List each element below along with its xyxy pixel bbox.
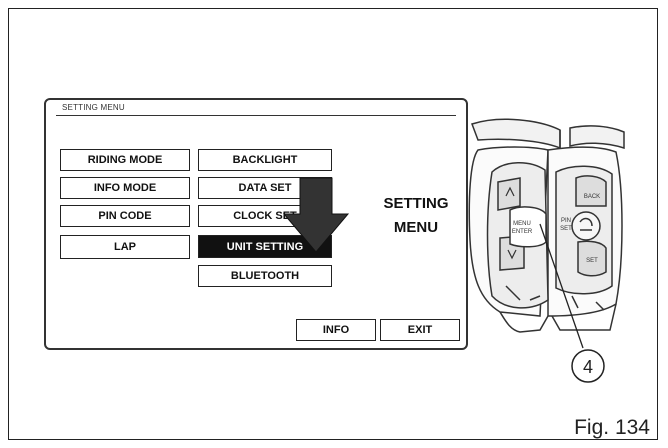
handlebar-switchgear-drawing [468, 118, 625, 333]
menu-item-backlight[interactable]: BACKLIGHT [198, 149, 332, 171]
figure-caption: Fig. 134 [574, 416, 650, 439]
panel-title: SETTING MENU [62, 103, 125, 112]
menu-item-pin-code[interactable]: PIN CODE [60, 205, 190, 227]
panel-title-divider [56, 115, 456, 116]
setting-menu-label-line2: MENU [393, 219, 439, 236]
switch-label-set: SET [560, 226, 572, 232]
switch-label-enter: ENTER [512, 229, 533, 235]
callout-number: 4 [583, 357, 593, 377]
setting-menu-panel: SETTING MENU RIDING MODE INFO MODE PIN C… [44, 98, 468, 350]
down-arrow-icon [282, 177, 350, 253]
switch-label-back: BACK [584, 194, 600, 200]
setting-menu-label-line1: SETTING [383, 195, 449, 212]
menu-item-lap[interactable]: LAP [60, 235, 190, 259]
menu-item-data-set[interactable]: DATA SET [198, 177, 332, 199]
menu-item-info-mode[interactable]: INFO MODE [60, 177, 190, 199]
switchgear-labels: MENU ENTER PIN SET BACK SET [512, 194, 600, 264]
callout-4: 4 [539, 223, 605, 383]
menu-item-bluetooth[interactable]: BLUETOOTH [198, 265, 332, 287]
menu-item-unit-setting[interactable]: UNIT SETTING [198, 235, 332, 258]
info-button[interactable]: INFO [296, 319, 376, 341]
exit-button[interactable]: EXIT [380, 319, 460, 341]
menu-item-riding-mode[interactable]: RIDING MODE [60, 149, 190, 171]
setting-menu-label: SETTING MENU [376, 192, 456, 240]
switch-label-set-lower: SET [586, 258, 598, 264]
switch-label-menu: MENU [513, 221, 531, 227]
switch-label-pin: PIN [561, 218, 571, 224]
